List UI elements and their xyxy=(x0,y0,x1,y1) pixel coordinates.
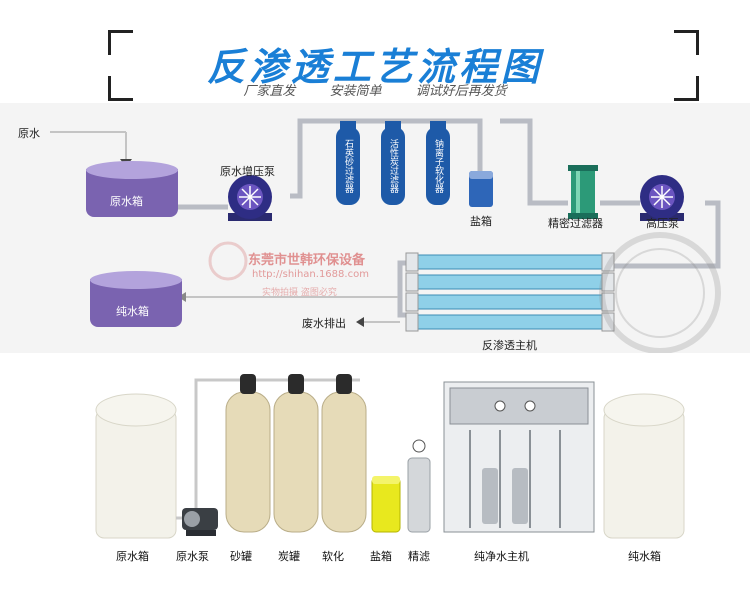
photo-precision-filter xyxy=(407,439,431,533)
precision-filter-icon xyxy=(568,165,598,219)
salt-tank-icon xyxy=(469,171,493,207)
corner-top-left xyxy=(108,30,133,55)
process-diagram: 原水 原水箱 原水增压泵 石英砂过滤器 活性炭过滤器 钠离子软化器 盐箱 精密过… xyxy=(0,103,750,353)
pipe-network xyxy=(50,118,721,353)
pipe-membrane-left xyxy=(397,260,410,318)
corner-top-right xyxy=(674,30,699,55)
photo-vessels xyxy=(225,391,367,533)
filter-1-label: 石英砂过滤器 xyxy=(343,139,353,193)
photo-label-carbon: 炭罐 xyxy=(278,550,300,563)
waste-label: 废水排出 xyxy=(302,317,346,330)
precision-filter-label: 精密过滤器 xyxy=(548,217,603,230)
raw-tank-label: 原水箱 xyxy=(110,195,143,208)
photo-raw-tank xyxy=(95,393,177,539)
booster-pump-label: 原水增压泵 xyxy=(220,165,275,178)
equipment-photo xyxy=(0,358,750,600)
page-title: 反渗透工艺流程图 xyxy=(206,45,543,89)
watermark-company: 东莞市世韩环保设备 xyxy=(248,253,366,268)
salt-tank-label: 盐箱 xyxy=(470,215,492,228)
watermark-seal xyxy=(208,232,721,353)
pure-tank-label: 纯水箱 xyxy=(116,305,149,318)
photo-label-salt: 盐箱 xyxy=(370,550,392,563)
raw-water-label: 原水 xyxy=(18,127,40,140)
photo-label-pure-tank: 纯水箱 xyxy=(628,550,661,563)
photo-label-raw-pump: 原水泵 xyxy=(176,550,209,563)
photo-label-raw-tank: 原水箱 xyxy=(116,550,149,563)
corner-bottom-left xyxy=(108,76,133,101)
filter-tanks-icon xyxy=(336,121,450,205)
photo-pure-tank xyxy=(603,393,685,539)
watermark-url: http://shihan.1688.com xyxy=(252,269,369,280)
pipe-hp-to-membranes xyxy=(612,200,721,269)
photo-raw-pump xyxy=(182,508,218,536)
booster-pump-icon xyxy=(228,175,272,221)
photo-label-sand: 砂罐 xyxy=(230,550,252,563)
arrow-pure-out xyxy=(178,292,186,302)
photo-salt-tank xyxy=(371,476,401,533)
ro-membranes-icon xyxy=(405,252,615,332)
arrow-waste-out xyxy=(356,317,364,327)
watermark-note: 实物拍摄 盗图必究 xyxy=(262,288,337,298)
ro-host-label: 反渗透主机 xyxy=(482,339,537,352)
pipe-to-precision xyxy=(500,118,568,206)
pipe-pump-to-filters xyxy=(290,118,345,199)
pipe-filter-to-salt xyxy=(435,118,483,171)
photo-label-ro-host: 纯净水主机 xyxy=(474,550,529,563)
corner-bottom-right xyxy=(674,76,699,101)
photo-ro-host xyxy=(443,381,595,533)
filter-3-label: 钠离子软化器 xyxy=(433,139,443,193)
high-pressure-pump-label: 高压泵 xyxy=(646,217,679,230)
pure-water-tank-lid xyxy=(90,271,182,289)
equipment-illustration xyxy=(95,374,685,539)
high-pressure-pump-icon xyxy=(640,175,684,221)
raw-water-tank-lid xyxy=(86,161,178,179)
filter-2-label: 活性炭过滤器 xyxy=(388,139,398,193)
photo-label-softener: 软化 xyxy=(322,550,344,563)
photo-label-precision: 精滤 xyxy=(408,550,430,563)
page-subtitle: 厂家直发 安装简单 调试好后再发货 xyxy=(243,84,507,99)
